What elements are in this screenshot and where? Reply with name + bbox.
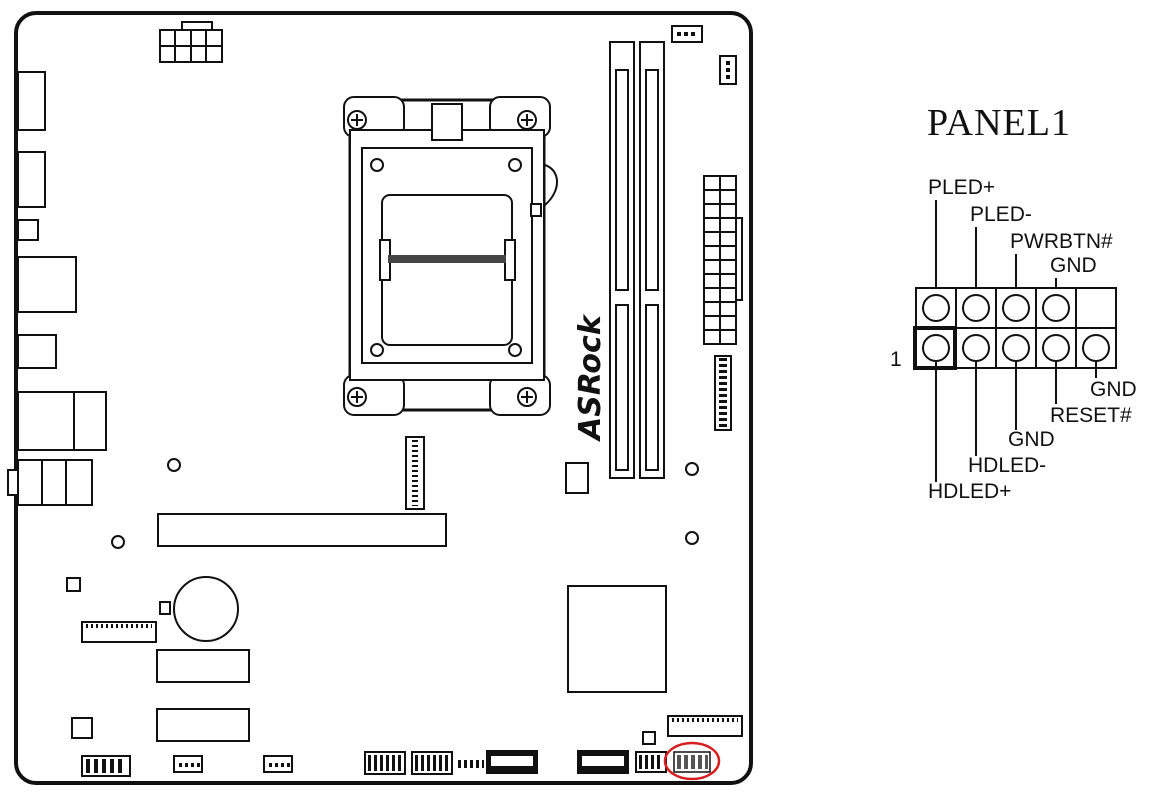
pin-label-pled-minus: PLED-	[970, 203, 1032, 226]
m2-slot-bottom	[667, 715, 743, 737]
lower-slot	[156, 708, 250, 742]
small-pad	[71, 717, 93, 739]
pin-label-reset: RESET#	[1050, 404, 1132, 427]
vertical-pin-header	[714, 355, 732, 431]
pin-label-hdled-plus: HDLED+	[928, 480, 1011, 503]
pin-label-pled-plus: PLED+	[928, 176, 995, 199]
mounting-holes	[111, 458, 699, 549]
sata-connectors	[486, 750, 629, 774]
pin-label-gnd-mid: GND	[1008, 428, 1055, 451]
m2-slot-vertical	[405, 436, 425, 510]
front-panel-header	[673, 751, 711, 773]
panel-highlight-circle	[663, 741, 721, 781]
motherboard-layout: ASRock	[7, 11, 753, 785]
pin-grid	[913, 287, 1117, 370]
small-chip	[565, 462, 589, 494]
bottom-headers	[81, 731, 667, 777]
small-pad	[66, 577, 81, 592]
pin-label-gnd-right: GND	[1090, 378, 1137, 401]
pcie-slot	[157, 513, 447, 547]
cpu-fan-header	[671, 25, 737, 85]
brand-logo: ASRock	[573, 313, 608, 442]
atx-24pin-connector	[703, 175, 743, 345]
pin-label-pwrbtn: PWRBTN#	[1010, 230, 1113, 253]
cmos-battery	[173, 576, 239, 642]
panel-title: PANEL1	[927, 102, 1071, 144]
pin-label-gnd-top: GND	[1050, 254, 1097, 277]
dimm-slots	[609, 41, 665, 479]
atx-12v-connector	[159, 21, 223, 63]
small-pad	[159, 601, 171, 615]
pin-one-marker: 1	[890, 348, 902, 371]
rear-io-panel	[7, 71, 107, 506]
cpu-socket	[343, 96, 558, 416]
pin-label-hdled-minus: HDLED-	[968, 454, 1046, 477]
m2-slot-horizontal	[81, 621, 157, 643]
lower-slot	[156, 649, 250, 683]
chipset	[567, 585, 667, 693]
